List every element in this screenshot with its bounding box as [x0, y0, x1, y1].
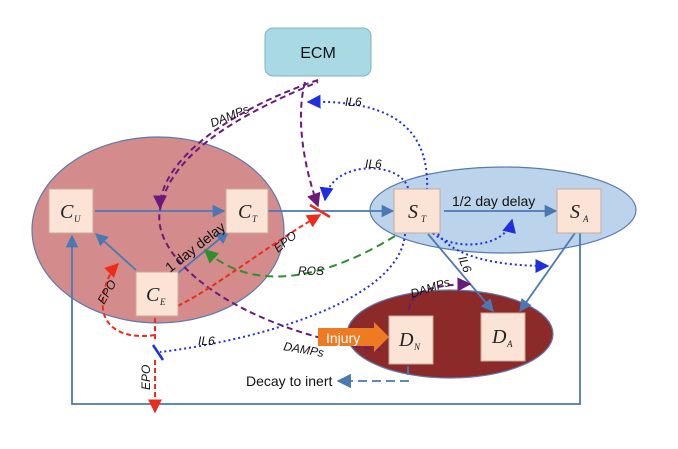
node-da-main: D — [491, 326, 507, 348]
node-cu-sub: U — [74, 214, 81, 224]
node-cu-main: C — [60, 201, 74, 223]
node-dn-main: D — [398, 329, 414, 351]
node-cu: C U — [48, 188, 94, 234]
label-half-day-delay: 1/2 day delay — [452, 193, 535, 209]
arrow-st-dn — [427, 233, 494, 312]
node-sa: S A — [556, 188, 602, 234]
node-ce-sub: E — [159, 297, 166, 307]
label-il6-vertical: IL6 — [455, 254, 474, 275]
node-dn-sub: N — [413, 342, 421, 352]
arrow-decay — [336, 366, 409, 389]
arrow-ce-cu — [95, 233, 137, 271]
il6-st-to-sa-da — [437, 233, 550, 273]
node-ct-main: C — [238, 201, 252, 223]
epo-loop-to-cu-ce — [101, 263, 156, 337]
node-ce: C E — [135, 271, 179, 317]
damps-ecm-to-ct-st — [299, 81, 321, 208]
label-il6-bottom: IL6 — [198, 334, 215, 348]
il6-st-to-epo — [159, 233, 406, 353]
node-ce-main: C — [146, 284, 160, 306]
node-ecm-label: ECM — [300, 45, 336, 62]
label-epo-bottom: EPO — [139, 365, 153, 390]
node-ct: C T — [225, 188, 269, 234]
epo-ce-to-ct-st — [162, 214, 322, 313]
node-dn: D N — [388, 315, 434, 365]
node-sa-sub: A — [582, 214, 589, 224]
node-st: S T — [393, 188, 441, 234]
arrow-ce-ct — [177, 231, 229, 274]
node-st-main: S — [408, 201, 418, 223]
label-il6-mid: IL6 — [365, 157, 382, 171]
damps-dn-to-ecm — [158, 81, 381, 351]
arrow-sa-loop-cu — [65, 233, 581, 405]
node-ct-sub: T — [252, 214, 258, 224]
label-damps-bottom: DAMPs — [282, 339, 324, 360]
node-da: D A — [480, 312, 526, 362]
il6-st-to-ct-st — [319, 167, 409, 202]
compartment-ellipse-left — [31, 136, 285, 324]
node-sa-main: S — [570, 201, 580, 223]
injury-label: Injury — [326, 330, 360, 346]
node-ecm — [264, 27, 372, 77]
il6-inhibit-bar — [151, 344, 165, 361]
il6-st-self-delay — [432, 218, 516, 246]
damps-dn-to-da — [408, 277, 472, 311]
label-ros: ROS — [298, 264, 324, 278]
damps-ecm-to-cu-ct — [153, 79, 319, 210]
epo-inhibit-bar — [309, 203, 331, 219]
label-decay: Decay to inert — [246, 373, 332, 389]
node-st-sub: T — [421, 214, 427, 224]
node-da-sub: A — [506, 339, 513, 349]
label-il6-top: IL6 — [345, 95, 362, 109]
injury-arrow — [318, 322, 389, 352]
il6-st-to-ecm-damps — [306, 94, 429, 191]
